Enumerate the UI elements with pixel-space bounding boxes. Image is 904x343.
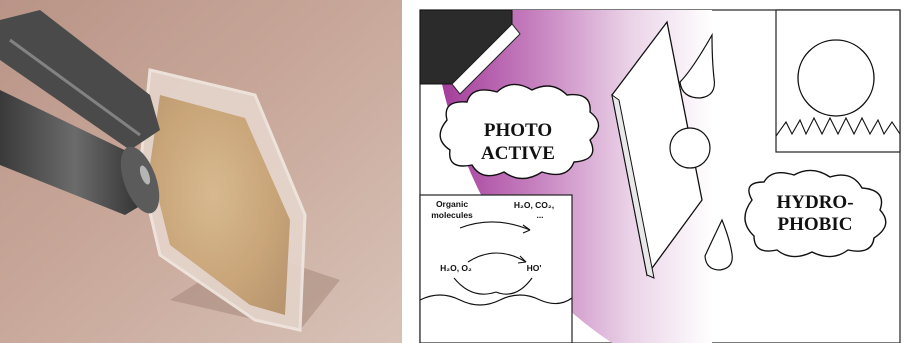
reactants-bottom-label: H₂O, O₂ [440, 263, 472, 273]
water-drop-middle [669, 127, 711, 169]
water-drop-top [679, 32, 716, 99]
film-plate-side [611, 93, 655, 279]
right-return-arrow [495, 277, 533, 295]
photo-panel [0, 0, 402, 343]
upper-reaction-arrow [459, 221, 531, 231]
organic-label-line1: Organic [436, 199, 468, 209]
organic-label-line2: molecules [431, 210, 473, 220]
hydrophobic-cloud [744, 169, 887, 258]
tweezers-tip-glint [139, 165, 151, 185]
hydrophobic-line2: PHOBIC [778, 214, 853, 235]
photo-active-line2: ACTIVE [481, 143, 555, 164]
hydrophobic-line1: HYDRO- [776, 192, 853, 213]
tweezers-tip [120, 146, 160, 214]
reaction-inset [419, 194, 573, 343]
lamp-shade [451, 23, 521, 95]
lower-arrow-head [517, 255, 527, 264]
film-coated-area [150, 95, 290, 315]
schematic-panel: PHOTO ACTIVE HYDRO- PHOBIC Organic molec… [419, 9, 901, 343]
radical-label: HO' [527, 263, 542, 273]
tweezers-arm-lower [0, 90, 150, 215]
photo-active-line1: PHOTO [484, 120, 552, 141]
lower-reaction-arrow [467, 252, 527, 263]
textured-surface [775, 116, 901, 137]
products-dots: ... [536, 210, 543, 220]
left-return-arrow [453, 277, 497, 295]
tweezers-highlight [9, 38, 141, 137]
water-drop-bottom [704, 218, 733, 271]
upper-arrow-head [522, 224, 531, 234]
tweezers-arm-upper [0, 10, 160, 150]
photo-active-cloud [439, 83, 600, 180]
wavy-surface-line [419, 294, 573, 306]
products-top-label: H₂O, CO₂, [514, 200, 554, 210]
droplet-sphere [797, 39, 875, 117]
